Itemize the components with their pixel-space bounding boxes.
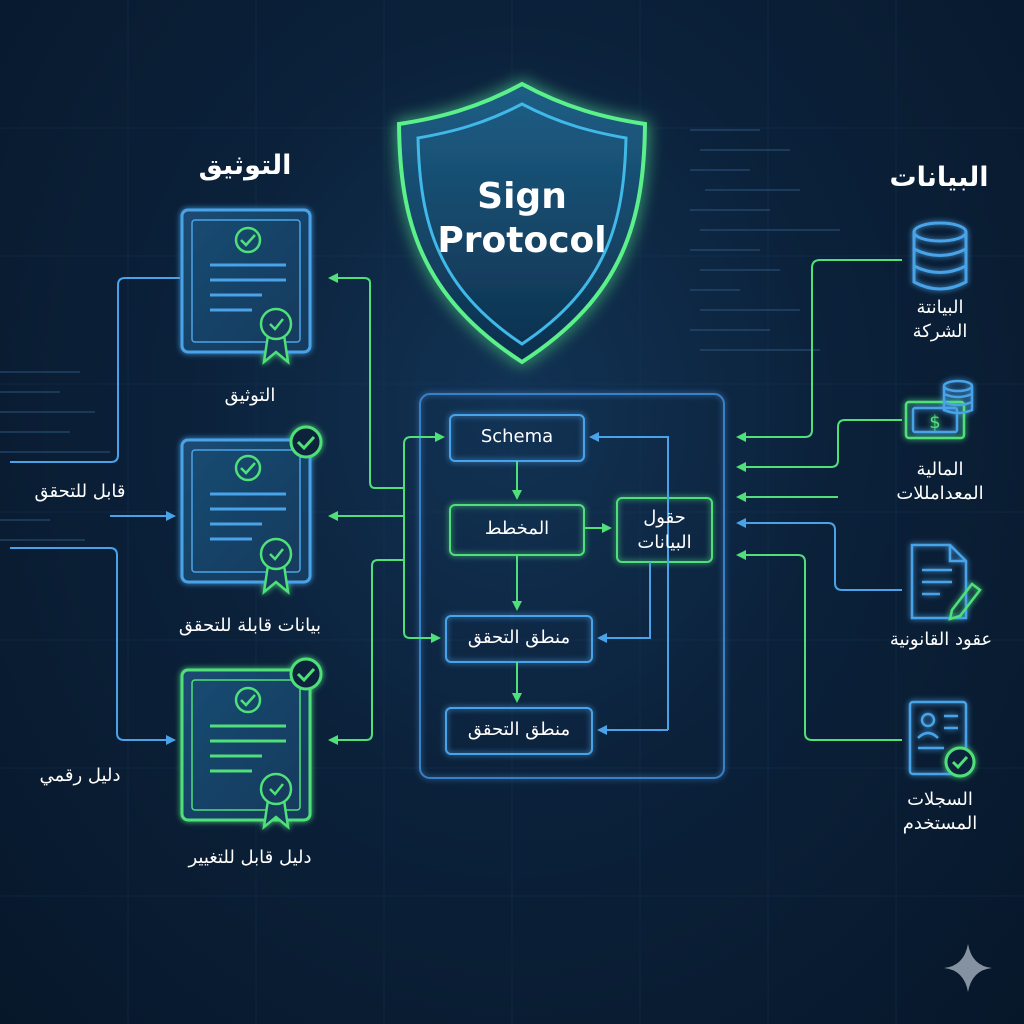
- schema-box-label: Schema: [450, 426, 584, 447]
- source-label-line: البيانتة: [878, 296, 1002, 320]
- side-label-digital-proof: دليل رقمي: [20, 764, 140, 788]
- logic-box-1-label: منطق التحقق: [446, 627, 592, 648]
- connector-panel-doc1: [330, 278, 404, 488]
- document-verifiable-data: [182, 427, 321, 592]
- check-badge-icon: [291, 659, 321, 689]
- connector-verifiable: [10, 278, 180, 462]
- arrow-fields-logic1: [599, 562, 650, 638]
- source-label-line: عقود القانونية: [866, 628, 1016, 652]
- source-label-line: المالية: [870, 458, 1010, 482]
- left-heading: التوثيق: [180, 150, 310, 181]
- source-label-financial: المالية المعدامللات: [870, 458, 1010, 506]
- connector-source3: [738, 523, 902, 590]
- connector-fromleft-schema: [404, 437, 443, 600]
- user-record-icon: [910, 702, 974, 776]
- shield-title-line2: Protocol: [432, 220, 612, 261]
- source-label-contracts: عقود القانونية: [866, 628, 1016, 652]
- data-fields-line: حقول: [617, 505, 712, 530]
- document-label-verification: التوثيق: [170, 384, 330, 408]
- plan-box-label: المخطط: [450, 518, 584, 539]
- connector-source1: [738, 260, 902, 437]
- document-label-mutable-proof: دليل قابل للتغيير: [150, 846, 350, 870]
- arrow-loop-schema: [591, 437, 668, 730]
- money-icon: $: [906, 381, 972, 438]
- logic-box-2-label: منطق التحقق: [446, 719, 592, 740]
- document-label-verifiable-data: بيانات قابلة للتحقق: [150, 614, 350, 638]
- source-label-line: المعدامللات: [870, 482, 1010, 506]
- document-verification: [182, 210, 310, 362]
- connector-fromleft-logic: [404, 560, 439, 638]
- check-badge-icon: [291, 427, 321, 457]
- source-label-line: الشركة: [878, 320, 1002, 344]
- source-label-line: المستخدم: [870, 812, 1010, 836]
- source-label-company-data: البيانتة الشركة: [878, 296, 1002, 344]
- shield-title-line1: Sign: [442, 176, 602, 217]
- data-fields-box-label: حقول البيانات: [617, 505, 712, 555]
- data-fields-line: البيانات: [617, 530, 712, 555]
- award-seal-icon: [261, 539, 291, 592]
- source-label-user-records: السجلات المستخدم: [870, 788, 1010, 836]
- document-mutable-proof: [182, 659, 321, 827]
- source-label-line: السجلات: [870, 788, 1010, 812]
- connector-panel-doc3: [330, 560, 404, 740]
- contract-icon: [912, 545, 980, 619]
- right-heading: البيانات: [874, 162, 1004, 193]
- side-label-verifiable: قابل للتحقق: [10, 480, 150, 504]
- sparkle-icon: [944, 944, 992, 992]
- award-seal-icon: [261, 309, 291, 362]
- svg-text:$: $: [929, 412, 940, 433]
- connector-digital-proof: [10, 548, 174, 740]
